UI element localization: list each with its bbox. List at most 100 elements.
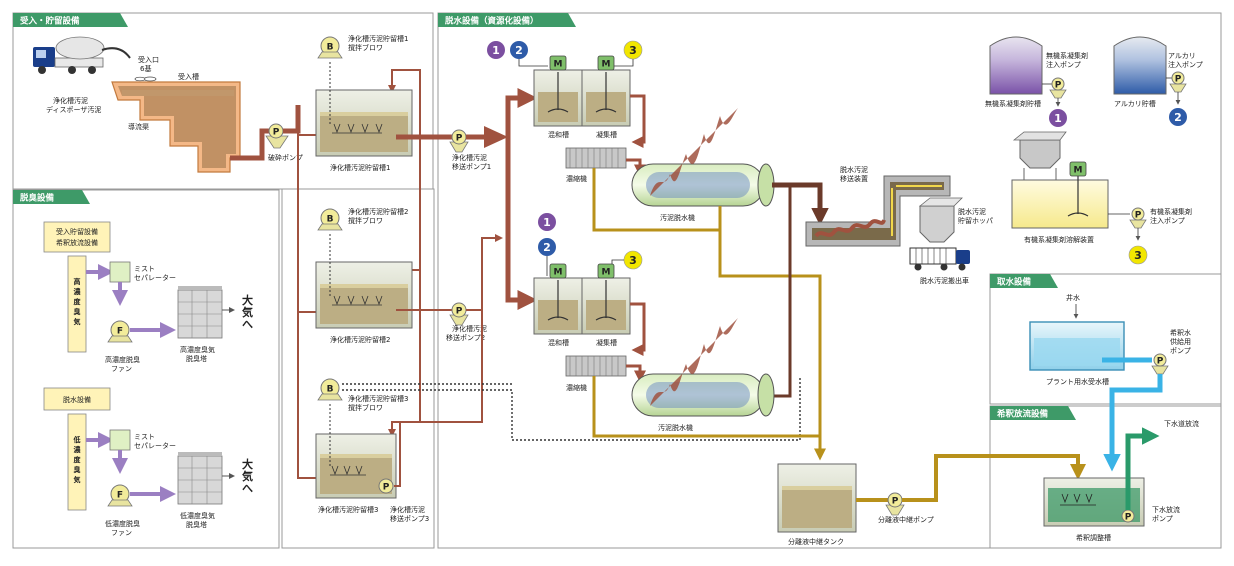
motor-icon: M: [602, 60, 611, 70]
thickener-1: [565, 147, 627, 169]
separator-label-high: セパレーター: [134, 273, 176, 282]
pin-label: 2: [1174, 111, 1182, 124]
storage-tank-1-label: 浄化槽汚泥貯留槽1: [330, 163, 390, 172]
transfer-pump-2: P: [449, 302, 469, 326]
dewaterer-1-label: 汚泥脱水機: [660, 213, 695, 222]
source-label-2: ディスポーザ汚泥: [46, 105, 101, 114]
pump-icon: P: [383, 483, 390, 493]
deodor-source-1-line-1: 受入貯留設備: [56, 227, 98, 236]
dose-line: [518, 59, 548, 67]
motor-icon: M: [554, 268, 563, 278]
crush-pump: P: [265, 123, 289, 149]
blower-3-label-1: 浄化槽汚泥貯留槽3: [348, 394, 408, 403]
low-odor-char: 濃: [74, 445, 82, 454]
organic-pump-label-1: 有機系凝集剤: [1150, 207, 1192, 216]
mix-floc-tanks-2: [533, 277, 631, 335]
pin-1-mid: 1: [538, 213, 556, 231]
conveyor-label-2: 移送装置: [840, 174, 868, 183]
high-odor-char: 臭: [74, 307, 81, 316]
section-title-intake: 取水設備: [997, 277, 1032, 288]
dilution-pump-label-2: 供給用: [1170, 337, 1191, 346]
section-title-dewater: 脱水設備（資源化設備）: [445, 16, 539, 27]
thickener-2-label: 濃縮機: [566, 383, 587, 392]
high-odor-char: 高: [74, 277, 81, 286]
high-odor-char: 濃: [74, 287, 82, 296]
blower-1: B: [317, 36, 343, 59]
pump-icon: P: [456, 134, 463, 144]
floc-tank-2-label: 凝集槽: [596, 338, 617, 347]
storage-tank-2: [315, 261, 413, 329]
inorganic-pump: P: [1049, 77, 1067, 99]
sludge-line: [505, 137, 538, 310]
organic-dissolver-label: 有機系凝集剤溶解装置: [1024, 235, 1094, 244]
high-tower: [177, 286, 223, 339]
motor-mix-1: M: [549, 55, 567, 71]
alkali-pump-label-1: アルカリ: [1168, 52, 1196, 60]
sewer-pump-label-2: ポンプ: [1152, 515, 1173, 523]
inlet-count: 6基: [140, 64, 151, 73]
motor-icon: M: [1074, 166, 1083, 176]
filtrate-line: [902, 454, 1086, 502]
pin-3-mid: 3: [623, 250, 643, 270]
filtrate-line: [592, 376, 820, 438]
pump-icon: P: [1157, 357, 1164, 367]
source-label-1: 浄化槽汚泥: [53, 96, 88, 105]
organic-dissolver: [1011, 131, 1109, 229]
low-fan: F: [107, 484, 133, 507]
pump-3-label-1: 浄化槽汚泥: [390, 505, 425, 514]
mist-label-high: ミスト: [134, 265, 155, 273]
cake-conveyor: [805, 175, 951, 247]
motor-mix-2: M: [549, 263, 567, 279]
to-air-high-2: 気: [242, 305, 253, 319]
fan-icon: F: [117, 491, 123, 501]
to-air-low-3: へ: [242, 482, 253, 495]
pump-icon: P: [892, 497, 899, 507]
sludge-line: [230, 128, 272, 161]
truck-label: 脱水汚泥搬出車: [920, 276, 969, 285]
pin-2-source: 2: [1169, 108, 1187, 126]
cake-truck: [909, 247, 970, 271]
inorganic-tank: [989, 36, 1043, 95]
dilution-pump-label-1: 希釈水: [1170, 328, 1191, 337]
pin-label: 3: [629, 44, 637, 57]
low-odor-column: [67, 413, 87, 511]
high-odor-char: 度: [74, 297, 82, 306]
discharge-line: [1125, 427, 1160, 510]
sludge-line: [626, 364, 646, 383]
blower-1-label-2: 撹拌ブロワ: [348, 43, 383, 52]
pin-2-mid: 2: [538, 238, 556, 256]
sewer-pump: P: [1121, 509, 1135, 523]
pin-label: 3: [629, 254, 637, 267]
dewaterer-2: [631, 318, 775, 417]
pump-icon: P: [1175, 75, 1182, 85]
storage-tank-2-label: 浄化槽汚泥貯留槽2: [330, 335, 390, 344]
dilution-pump-label-3: ポンプ: [1170, 347, 1191, 355]
high-fan: F: [107, 320, 133, 343]
deodor-source-box-2: 脱水設備: [43, 387, 111, 411]
conveyor-label-1: 脱水汚泥: [840, 165, 868, 174]
pin-label: 3: [1134, 249, 1142, 262]
alkali-pump-label-2: 注入ポンプ: [1168, 60, 1203, 69]
transfer-pump-3: P: [378, 478, 394, 494]
mix-floc-tanks-1: [533, 69, 631, 127]
low-tower-label-2: 脱臭塔: [186, 520, 207, 529]
high-odor-column: [67, 255, 87, 353]
mix-tank-2-label: 混和槽: [548, 338, 569, 347]
motor-floc-2: M: [597, 263, 615, 279]
alkali-tank: [1113, 36, 1167, 95]
well-label: 井水: [1066, 293, 1080, 302]
low-odor-char: 低: [73, 435, 81, 444]
inlet-label: 受入口: [138, 55, 159, 64]
motor-icon: M: [554, 60, 563, 70]
dilution-water-pump: P: [1151, 353, 1169, 375]
section-title-deodor: 脱臭設備: [20, 193, 55, 204]
cake-line: [772, 185, 792, 398]
section-title-receiving: 受入・貯留設備: [20, 16, 80, 27]
dewaterer-2-label: 汚泥脱水機: [658, 423, 693, 432]
blower-2-label-2: 撹拌ブロワ: [348, 216, 383, 225]
pump-icon: P: [1135, 211, 1142, 221]
plant-water-tank-label: プラント用水受水槽: [1046, 377, 1109, 386]
flow-arrow: [484, 126, 508, 148]
deodor-source-box-1: 受入貯留設備 希釈放流設備: [43, 221, 111, 253]
low-fan-label-1: 低濃度脱臭: [105, 519, 140, 528]
